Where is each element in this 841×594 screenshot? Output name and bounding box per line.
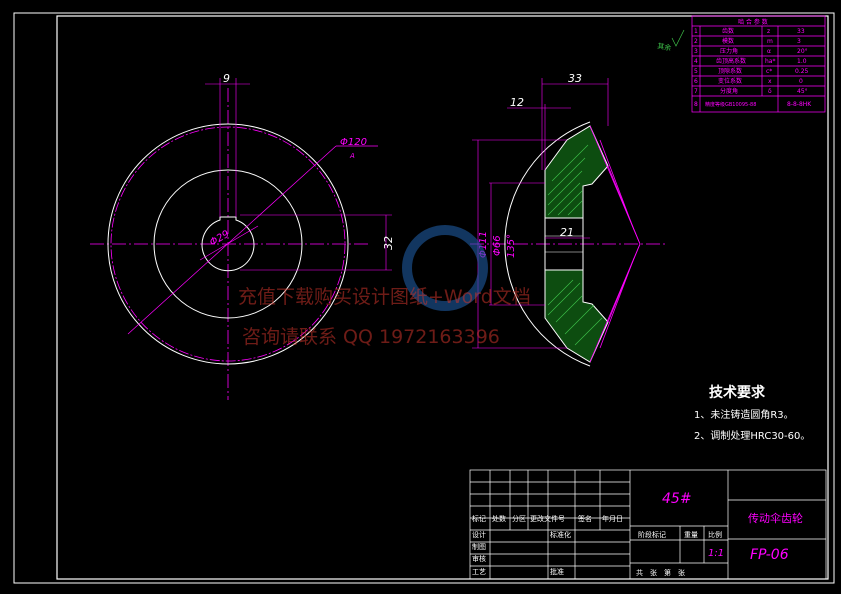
approve-label: 批准 — [550, 567, 564, 576]
standardize-label: 标准化 — [550, 530, 571, 539]
dim-66: Φ66 — [492, 235, 503, 256]
drawing-number: FP-06 — [750, 547, 789, 563]
watermark: 充值下载购买设计图纸+Word文档 咨询请联系 QQ 1972163396 — [238, 225, 531, 348]
param-no: 4 — [694, 58, 698, 65]
outer-border — [13, 12, 835, 584]
rev-header: 处数 — [492, 514, 506, 523]
roughness-note: 其余 — [657, 41, 672, 52]
param-sym: x — [768, 78, 772, 85]
param-name: 齿顶高系数 — [716, 57, 746, 65]
param-sym: m — [767, 38, 773, 45]
param-name: 齿数 — [722, 27, 734, 35]
rev-header: 分区 — [512, 514, 526, 523]
param-table-title: 啮 合 参 数 — [738, 18, 768, 26]
dim-total-length: 33 — [568, 72, 582, 85]
param-no: 5 — [694, 68, 698, 75]
param-no: 8 — [694, 101, 698, 108]
watermark-line2: 咨询请联系 QQ 1972163396 — [242, 326, 500, 348]
param-val: 20° — [797, 48, 808, 55]
dim-cone-angle: 135° — [506, 234, 517, 258]
rev-header: 年月日 — [602, 514, 623, 523]
param-no: 2 — [694, 38, 698, 45]
dim-keyway: 32 — [382, 236, 395, 250]
param-name: 分度角 — [720, 87, 738, 95]
param-val: 0 — [799, 78, 803, 85]
side-view: 33 12 Φ111 Φ66 135° 21 — [470, 72, 665, 367]
part-name: 传动伞齿轮 — [748, 511, 803, 525]
watermark-line1: 充值下载购买设计图纸+Word文档 — [238, 286, 531, 308]
row-label-design: 设计 — [472, 530, 486, 539]
param-no: 1 — [694, 28, 698, 35]
dim-hub-length: 21 — [560, 226, 574, 239]
param-no: 7 — [694, 88, 698, 95]
row-label-check: 审核 — [472, 554, 486, 563]
rev-header: 更改文件号 — [530, 514, 565, 523]
row-label-draw: 制图 — [472, 542, 486, 551]
scale-label: 比例 — [708, 530, 722, 539]
param-val: 3 — [797, 38, 801, 45]
parameter-table — [691, 15, 826, 113]
dim-outer-diameter: Φ120 — [340, 137, 367, 148]
front-view: 9 Φ120 A Φ29 32 — [90, 72, 395, 400]
param-sym: δ — [768, 88, 772, 95]
rev-header: 标记 — [472, 514, 486, 523]
param-val: 0.25 — [795, 68, 809, 75]
tech-req-title: 技术要求 — [709, 384, 766, 401]
material: 45# — [662, 491, 692, 507]
param-name: 变位系数 — [718, 77, 742, 85]
param-sym: z — [767, 28, 770, 35]
dim-hub-width: 9 — [223, 72, 230, 85]
roughness-icon — [671, 29, 685, 47]
dim-tooth-offset: 12 — [510, 96, 524, 109]
inner-border — [56, 15, 829, 580]
scale-value: 1:1 — [708, 548, 724, 559]
param-val: 1.0 — [797, 58, 807, 65]
stage-label: 阶段标记 — [638, 530, 666, 539]
title-block — [469, 469, 827, 580]
param-sym: ha* — [765, 58, 775, 65]
rev-header: 签名 — [578, 514, 592, 523]
weight-label: 重量 — [684, 531, 698, 539]
row-label-process: 工艺 — [472, 568, 486, 576]
param-no: 3 — [694, 48, 698, 55]
param-val: 45° — [797, 88, 808, 95]
param-no: 6 — [694, 78, 698, 85]
dim-111: Φ111 — [478, 231, 489, 258]
param-sym: α — [767, 48, 771, 55]
tech-req-item: 2、调制处理HRC30-60。 — [694, 429, 810, 442]
param-name: 精度等级GB10095-88 — [705, 101, 756, 108]
param-name: 顶隙系数 — [718, 67, 742, 75]
param-val: 8-8-8HK — [787, 101, 812, 108]
tech-req-item: 1、未注铸造圆角R3。 — [694, 408, 794, 421]
param-name: 模数 — [722, 37, 734, 45]
param-name: 压力角 — [720, 47, 738, 55]
param-sym: c* — [766, 68, 772, 75]
param-val: 33 — [797, 28, 805, 35]
sheets-label: 共 张 第 张 — [636, 568, 685, 577]
dim-outer-note: A — [349, 152, 355, 160]
